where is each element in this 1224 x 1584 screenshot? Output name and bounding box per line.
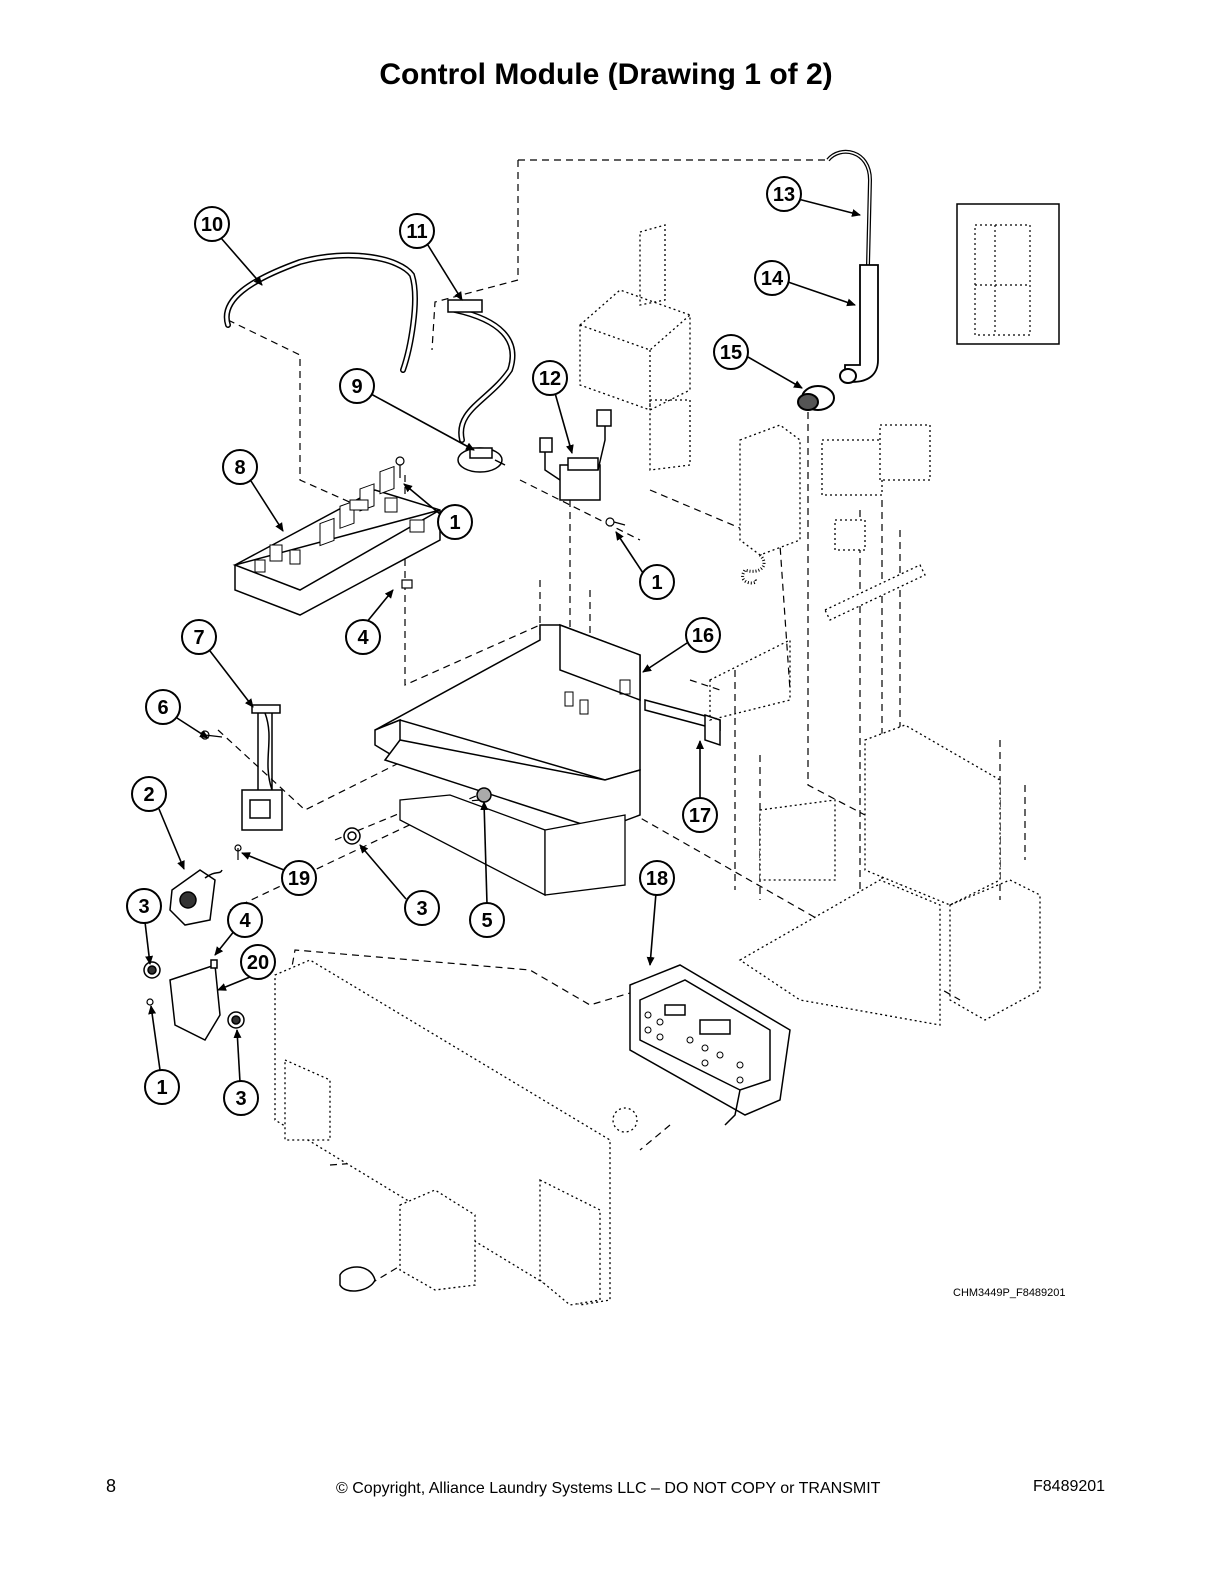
part-15-grommet (797, 368, 857, 411)
callout-leaders (144, 198, 861, 1083)
svg-text:10: 10 (201, 214, 223, 236)
svg-text:2: 2 (143, 784, 154, 806)
document-code: F8489201 (1033, 1478, 1106, 1495)
svg-text:17: 17 (689, 805, 711, 827)
cable-bracket (739, 424, 801, 585)
inset-detail (956, 203, 1060, 345)
callout-6: 6 (145, 689, 181, 725)
part-12-transformer (539, 409, 612, 501)
svg-text:7: 7 (193, 627, 204, 649)
page-number: 8 (106, 1476, 117, 1496)
contactors (821, 424, 931, 621)
console-panel (274, 959, 638, 1306)
part-7-harness (241, 704, 283, 831)
part-18-console-board (629, 964, 791, 1126)
svg-text:5: 5 (481, 910, 492, 932)
callout-1: 1 (639, 564, 675, 600)
svg-text:20: 20 (247, 952, 269, 974)
callout-19: 19 (281, 860, 317, 896)
callout-12: 12 (532, 360, 568, 396)
callout-14: 14 (754, 260, 790, 296)
callout-20: 20 (240, 944, 276, 980)
svg-text:13: 13 (773, 184, 795, 206)
relay-housing (579, 224, 691, 471)
callout-3: 3 (126, 888, 162, 924)
callout-8: 8 (222, 449, 258, 485)
callout-13: 13 (766, 176, 802, 212)
part-16-chassis (374, 623, 641, 831)
part-17-bracket (644, 699, 721, 747)
callout-17: 17 (682, 797, 718, 833)
svg-text:12: 12 (539, 368, 561, 390)
part-8-control-board (232, 465, 441, 616)
callout-1: 1 (437, 504, 473, 540)
callout-7: 7 (181, 619, 217, 655)
callout-15: 15 (713, 334, 749, 370)
bottom-pan (399, 794, 626, 897)
right-cabinet (709, 638, 1041, 1026)
callout-9: 9 (339, 368, 375, 404)
callout-1: 1 (144, 1069, 180, 1105)
svg-text:18: 18 (646, 868, 668, 890)
part-10-tube (223, 252, 418, 373)
svg-text:16: 16 (692, 625, 714, 647)
part-9-pressure-switch (457, 447, 506, 473)
svg-text:3: 3 (416, 898, 427, 920)
callout-3: 3 (223, 1080, 259, 1116)
svg-text:8: 8 (234, 457, 245, 479)
callout-group: 10 11 13 14 15 9 12 8 1 1 4 7 16 6 17 2 … (126, 176, 802, 1116)
part-11-connector (447, 299, 483, 313)
bushings (143, 787, 492, 1029)
svg-text:9: 9 (351, 376, 362, 398)
svg-text:6: 6 (157, 697, 168, 719)
svg-text:1: 1 (449, 512, 460, 534)
svg-text:11: 11 (406, 221, 427, 243)
svg-text:1: 1 (651, 572, 662, 594)
callout-16: 16 (685, 617, 721, 653)
svg-text:4: 4 (357, 627, 369, 649)
drawing-code: CHM3449P_F8489201 (953, 1287, 1066, 1299)
copyright-notice: © Copyright, Alliance Laundry Systems LL… (336, 1480, 881, 1497)
callout-10: 10 (194, 206, 230, 242)
part-20-bracket (169, 963, 221, 1041)
callout-3: 3 (404, 890, 440, 926)
svg-text:4: 4 (239, 910, 251, 932)
callout-11: 11 (399, 213, 435, 249)
svg-text:1: 1 (156, 1077, 167, 1099)
part-2-sensor (169, 869, 223, 926)
svg-text:14: 14 (761, 268, 784, 290)
callout-4: 4 (227, 902, 263, 938)
callout-4: 4 (345, 619, 381, 655)
page-title: Control Module (Drawing 1 of 2) (379, 58, 833, 91)
callout-2: 2 (131, 776, 167, 812)
callout-18: 18 (639, 860, 675, 896)
svg-text:3: 3 (138, 896, 149, 918)
svg-text:19: 19 (288, 868, 310, 890)
svg-text:15: 15 (720, 342, 742, 364)
callout-5: 5 (469, 902, 505, 938)
svg-text:3: 3 (235, 1088, 246, 1110)
part-13-14-antenna (826, 149, 879, 383)
